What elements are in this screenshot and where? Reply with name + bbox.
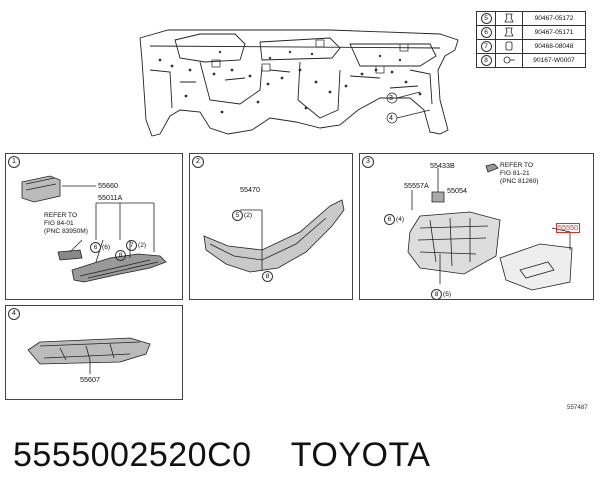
label-55607: 55607 <box>80 375 100 384</box>
panel-number: 1 <box>8 156 20 168</box>
clip-icon <box>505 41 513 50</box>
panel-number: 4 <box>8 308 20 320</box>
panel-number: 3 <box>362 156 374 168</box>
ref-index: 6 <box>480 27 492 38</box>
refer-to-text: REFER TO <box>500 162 534 169</box>
screw-icon <box>503 56 515 63</box>
clip-icon <box>504 27 514 36</box>
label-55011a: 55011A <box>98 193 123 202</box>
refer-pnc-text: (PNC 83950M) <box>44 228 88 235</box>
label-55433b: 55433B <box>430 161 455 170</box>
label-55550-highlighted: 55550 <box>556 223 580 233</box>
ref-index: 8 <box>480 55 492 66</box>
ref-part-number: 90167-W0007 <box>522 53 586 68</box>
refer-fig-text: FIG 81-21 <box>500 170 530 177</box>
part-number-caption: 5555002520C0 TOYOTA <box>13 436 431 474</box>
overview-callout-4: 4 <box>389 113 393 122</box>
ref-index: 7 <box>480 41 492 52</box>
fastener-reference-table: 5 90467-05172 6 90467-05171 7 90468-0804… <box>476 11 586 68</box>
illustration-code: 557487 <box>567 404 588 411</box>
refer-pnc-text: (PNC 81260) <box>500 178 539 185</box>
ref-index: 5 <box>480 13 492 24</box>
label-55470: 55470 <box>240 185 260 194</box>
callout-8-marker: 8 <box>115 244 126 262</box>
panel-number: 2 <box>192 156 204 168</box>
callout-8: 8(5) <box>431 283 451 301</box>
label-55557a: 55557A <box>404 181 429 190</box>
clip-icon <box>504 13 514 22</box>
table-row: 7 90468-08048 <box>476 39 586 54</box>
label-55660: 55660 <box>98 181 118 190</box>
callout-6: 6(4) <box>384 208 404 226</box>
refer-fig-text: FIG 84-01 <box>44 220 74 227</box>
label-55054: 55054 <box>447 186 467 195</box>
callout-6: 6(6) <box>90 236 110 254</box>
callout-5: 5(2) <box>232 204 252 222</box>
table-row: 8 90167-W0007 <box>476 53 586 68</box>
callout-7: 7(2) <box>126 234 146 252</box>
callout-8: 8 <box>262 265 273 283</box>
table-row: 6 90467-05171 <box>476 25 586 40</box>
refer-to-text: REFER TO <box>44 212 78 219</box>
overview-callout-3: 3 <box>389 93 393 102</box>
